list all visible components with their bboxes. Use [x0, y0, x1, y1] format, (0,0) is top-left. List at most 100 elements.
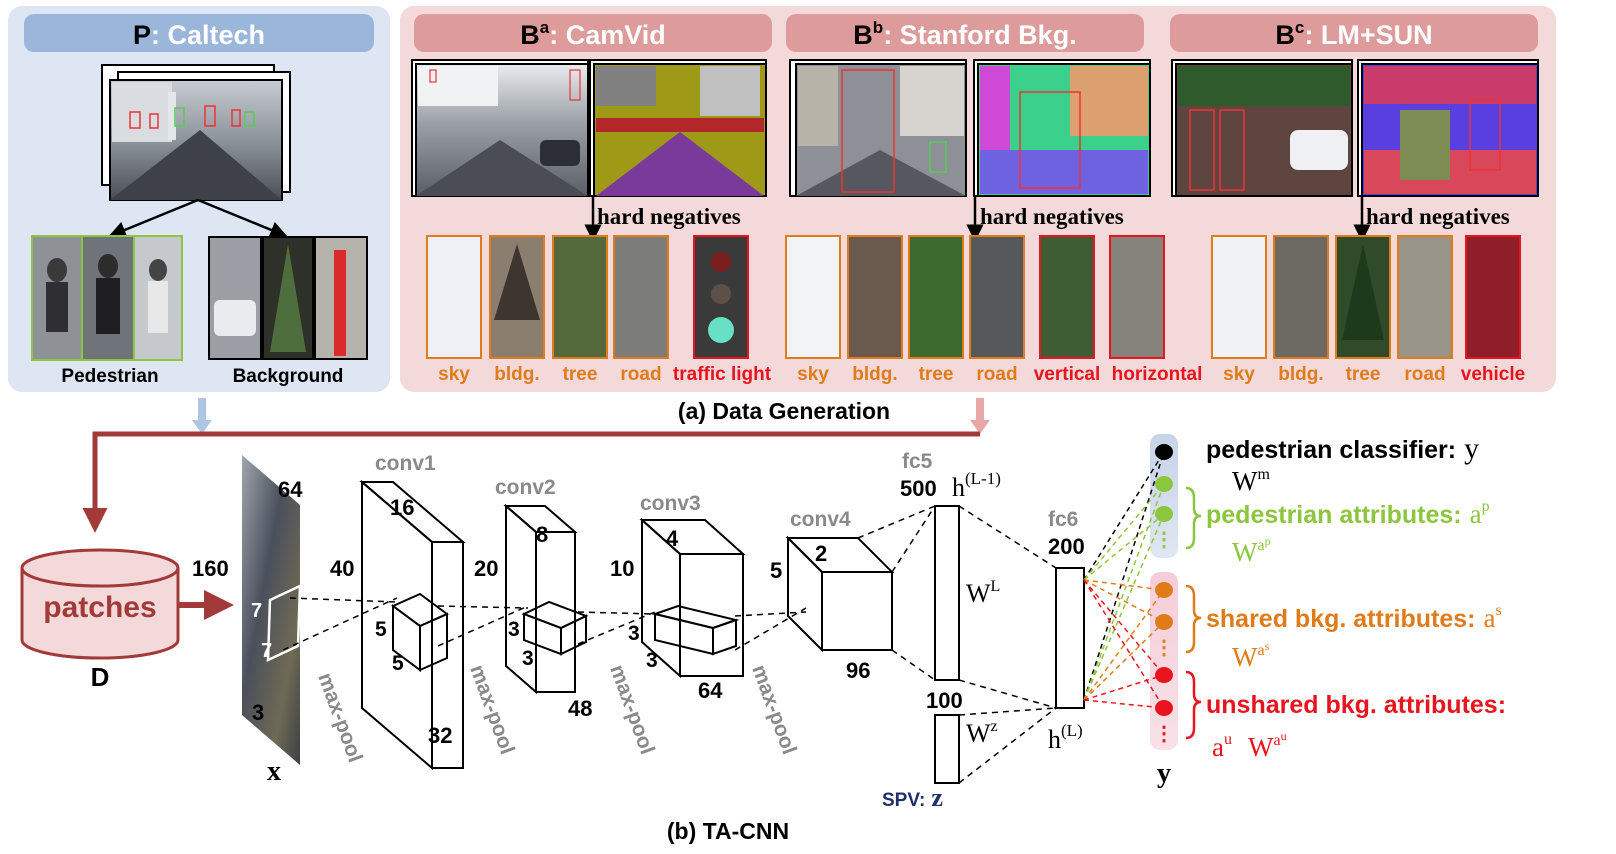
background-crops — [208, 236, 368, 360]
conv3-height-label: 10 — [610, 556, 634, 581]
pedestrian-output-bar — [1150, 434, 1178, 558]
camvid-label-bldg: bldg. — [494, 364, 539, 385]
stanford-label-bldg: bldg. — [852, 364, 897, 385]
output-nodes: ⋮ ⋮ ⋮ — [1154, 444, 1174, 745]
input-channels-label: 3 — [252, 700, 264, 725]
lmsun-label-road: road — [1404, 364, 1445, 385]
camvid-patches — [426, 235, 749, 359]
conv1-height-label: 40 — [330, 556, 354, 581]
lmsun-images — [1171, 59, 1539, 197]
fc5-to-fc6-lines — [958, 505, 1057, 784]
w-as-label: Was — [1232, 639, 1270, 672]
x-label: x — [267, 756, 281, 787]
shared-bkg-brace — [1185, 584, 1202, 654]
data-merge-line — [82, 431, 980, 533]
stanford-label-vertical: vertical — [1034, 364, 1101, 385]
panel-p-down-arrow — [192, 398, 212, 434]
fc5-layer — [934, 505, 960, 681]
arrow-to-background — [197, 198, 288, 239]
pedestrian-attributes-label: pedestrian attributes:ap — [1206, 498, 1490, 529]
camvid-label-road: road — [620, 364, 661, 385]
conv2-kernel-w-label: 3 — [522, 647, 534, 670]
camvid-title: Ba: CamVid — [520, 18, 666, 50]
lmsun-label-sky: sky — [1223, 364, 1255, 385]
pedestrian-crops — [31, 235, 183, 361]
fc5-h-label: h(L-1) — [952, 469, 1001, 502]
conv3-depth-label: 4 — [666, 526, 679, 551]
fc6-layer — [1055, 567, 1085, 709]
arrow-to-pedestrian — [108, 198, 199, 239]
input-width-label: 64 — [278, 477, 303, 502]
d-label: D — [91, 662, 110, 692]
panel-b-down-arrow — [970, 398, 990, 434]
conv4-block — [785, 535, 895, 653]
max-pool-label-4: max-pool — [747, 662, 801, 758]
lmsun-label-vehicle: vehicle — [1461, 364, 1525, 385]
lmsun-title: Bc: LM+SUN — [1275, 18, 1432, 50]
conv1-block — [359, 479, 466, 771]
background-label: Background — [233, 366, 344, 387]
conv3-kernel-w-label: 3 — [646, 649, 658, 672]
camvid-hard-negatives-label: hard negatives — [597, 204, 741, 229]
conv1-channels-label: 32 — [428, 723, 452, 748]
conv2-height-label: 20 — [474, 556, 498, 581]
unshared-bkg-brace — [1185, 670, 1202, 740]
conv2-kernel-h-label: 3 — [508, 618, 520, 641]
caption-ta-cnn: (b) TA-CNN — [667, 818, 789, 844]
stanford-patches — [785, 235, 1165, 359]
conv4-height-label: 5 — [770, 558, 782, 583]
stanford-hard-negatives-label: hard negatives — [980, 204, 1124, 229]
receptive-field-lines — [282, 597, 807, 651]
camvid-images — [411, 59, 767, 197]
conv1-kernel-w-label: 5 — [392, 652, 404, 675]
conv1-depth-label: 16 — [390, 495, 414, 520]
input-filter-w-label: 7 — [261, 640, 272, 662]
lmsun-title-bar — [1170, 14, 1538, 52]
fc6-label: fc6 — [1048, 508, 1078, 531]
spv-size-label: 100 — [926, 688, 963, 713]
max-pool-label-2: max-pool — [465, 662, 519, 758]
stanford-label-horizontal: horizontal — [1112, 364, 1203, 385]
patches-database — [20, 548, 180, 660]
input-height-label: 160 — [192, 556, 229, 581]
input-image — [242, 455, 300, 765]
conv2-depth-label: 8 — [536, 522, 548, 547]
conv4-channels-label: 96 — [846, 658, 870, 683]
pedestrian-classifier-label: pedestrian classifier:y — [1206, 432, 1479, 465]
w-z-label: Wz — [966, 718, 998, 748]
lmsun-label-bldg: bldg. — [1278, 364, 1323, 385]
stanford-title-bar — [786, 14, 1144, 52]
fc6-to-output-lines — [1083, 451, 1165, 709]
svg-text:⋮: ⋮ — [1154, 723, 1174, 745]
conv3-label: conv3 — [640, 492, 701, 515]
input-filter-h-label: 7 — [251, 600, 262, 622]
fc6-h-label: h(L) — [1048, 721, 1083, 754]
spv-label: SPV:z — [882, 783, 943, 812]
conv2-block — [503, 503, 589, 695]
w-l-label: WL — [966, 578, 1000, 608]
conv3-block — [639, 517, 746, 679]
camvid-label-sky: sky — [438, 364, 470, 385]
camvid-title-bar — [414, 14, 772, 52]
unshared-bkg-label: unshared bkg. attributes: — [1206, 691, 1506, 719]
lmsun-label-tree: tree — [1346, 364, 1381, 385]
stanford-label-tree: tree — [919, 364, 954, 385]
conv1-label: conv1 — [375, 452, 436, 475]
camvid-label-traffic-light: traffic light — [673, 364, 772, 385]
caption-data-generation: (a) Data Generation — [678, 398, 890, 424]
svg-text:⋮: ⋮ — [1154, 637, 1174, 659]
pedestrian-attributes-brace — [1185, 486, 1202, 550]
caltech-frame-stack — [101, 64, 291, 201]
panel-background-datasets: Ba: CamVid Bb: Stanford Bkg. Bc: LM+SUN — [400, 6, 1556, 392]
input-filter-window — [266, 584, 302, 662]
camvid-label-tree: tree — [563, 364, 598, 385]
fc5-size-label: 500 — [900, 476, 937, 501]
max-pool-label-1: max-pool — [313, 670, 367, 766]
conv3-kernel-h-label: 3 — [628, 622, 640, 645]
fc5-label: fc5 — [902, 450, 933, 473]
shared-bkg-label: shared bkg. attributes:as — [1206, 602, 1502, 633]
conv4-depth-label: 2 — [815, 541, 827, 566]
panel-caltech-title: P: Caltech — [133, 20, 265, 50]
conv2-label: conv2 — [495, 476, 556, 499]
